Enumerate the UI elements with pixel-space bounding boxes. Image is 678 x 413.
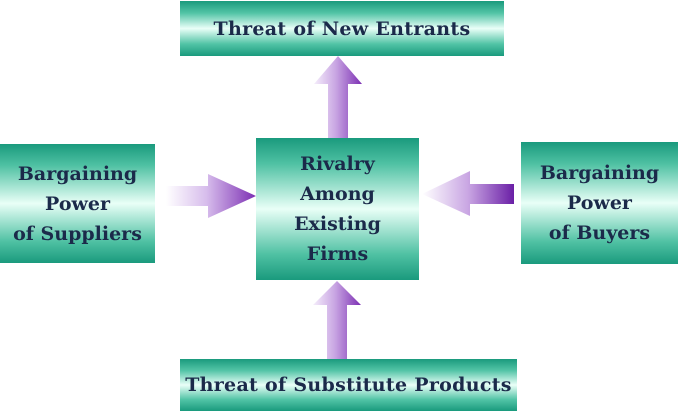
arrow-from-buyers	[422, 171, 514, 216]
buyers-line-3: of Buyers	[548, 222, 651, 244]
buyers-line-2: Power	[567, 192, 632, 214]
rivalry-among-existing-firms-box: Rivalry Among Existing Firms	[256, 138, 419, 280]
threat-of-new-entrants-label: Threat of New Entrants	[213, 17, 471, 40]
rivalry-line-3: Existing	[294, 213, 381, 235]
rivalry-line-1: Rivalry	[300, 153, 375, 175]
threat-of-substitute-products-box: Threat of Substitute Products	[180, 359, 517, 411]
arrow-to-new-entrants	[314, 56, 362, 138]
buyers-line-1: Bargaining	[539, 162, 660, 184]
arrow-from-suppliers	[166, 174, 256, 218]
bargaining-power-suppliers-box: Bargaining Power of Suppliers	[0, 144, 155, 263]
suppliers-line-2: Power	[45, 192, 110, 215]
arrow-from-substitutes	[313, 281, 361, 359]
suppliers-line-3: of Suppliers	[13, 222, 142, 245]
rivalry-line-2: Among	[300, 183, 375, 205]
bargaining-power-buyers-box: Bargaining Power of Buyers	[521, 142, 678, 264]
suppliers-line-1: Bargaining	[17, 162, 138, 185]
threat-of-substitute-products-label: Threat of Substitute Products	[185, 374, 512, 396]
threat-of-new-entrants-box: Threat of New Entrants	[180, 1, 504, 56]
rivalry-line-4: Firms	[306, 243, 369, 265]
